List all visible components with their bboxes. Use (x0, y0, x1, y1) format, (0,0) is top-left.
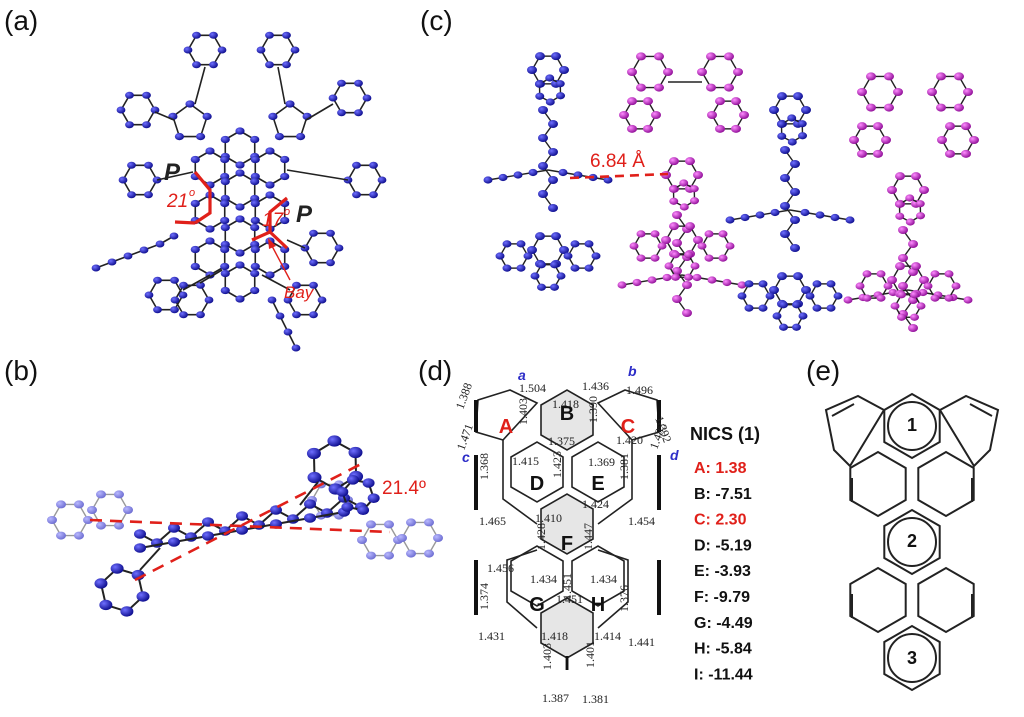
bond-length-label: 1.431 (478, 629, 505, 643)
bond-length-label: 1.415 (512, 454, 539, 468)
panel-c-distance-label: 6.84 Å (590, 151, 645, 172)
panel-d-edge-c: c (462, 449, 470, 465)
nics-entry: D: -5.19 (694, 537, 752, 554)
bond-length-label: 1.390 (586, 396, 600, 423)
nics-entry: A: 1.38 (694, 460, 747, 477)
bond-length-label: 1.436 (582, 379, 609, 393)
panel-e-ring-1: 1 (907, 415, 917, 435)
bond-length-label: 1.434 (530, 572, 557, 586)
bond-length-label: 1.420 (616, 433, 643, 447)
panel-b-angle-label: 21.4º (382, 478, 426, 499)
nics-entry: H: -5.84 (694, 641, 752, 658)
bond-length-label: 1.414 (594, 629, 621, 643)
bond-length-label: 1.441 (628, 635, 655, 649)
bond-length-label: 1.451 (560, 573, 574, 600)
bond-length-label: 1.454 (628, 514, 655, 528)
panel-c-molecules (483, 52, 979, 332)
nics-entry: I: -11.44 (694, 666, 753, 683)
panel-a-angle-left: 21 (166, 191, 188, 212)
bond-length-label: 1.496 (626, 383, 653, 397)
panel-d-ring-i: I (564, 653, 570, 675)
bond-length-label: 1.368 (477, 453, 491, 480)
panel-a-angle-right: 17 (262, 210, 285, 231)
panel-d-ring-b: B (560, 403, 574, 425)
bond-length-label: 1.418 (541, 629, 568, 643)
bond-length-label: 1.388 (453, 381, 475, 411)
panel-d-ring-f: F (561, 533, 573, 555)
bond-length-label: 1.504 (519, 381, 546, 395)
panel-b-molecule (47, 435, 443, 617)
panel-e-ring-3: 3 (907, 648, 917, 668)
panel-a-angle-right-degree: o (284, 206, 290, 218)
bond-length-label: 1.381 (582, 692, 609, 706)
panel-a-bay-arrow (268, 238, 291, 281)
bond-length-label: 1.471 (454, 422, 476, 452)
bond-length-label: 1.403 (540, 643, 554, 670)
panel-d-ring-g: G (529, 594, 545, 616)
panel-d-edge-a: a (518, 367, 526, 383)
panel-b-dashed-planes (89, 460, 391, 582)
nics-entry: C: 2.30 (694, 512, 747, 529)
panel-c: (c) 6.84 Å (420, 5, 979, 332)
bond-length-label: 1.401 (583, 641, 597, 668)
bond-length-label: 1.376 (617, 585, 631, 612)
panel-b-label: (b) (4, 355, 38, 386)
panel-d-label: (d) (418, 355, 452, 386)
panel-a-p-label-left: P (164, 159, 181, 186)
panel-d-ring-h: H (591, 594, 605, 616)
panel-a-p-label-right: P (296, 201, 313, 228)
nics-title: NICS (1) (690, 424, 760, 444)
panel-a-molecule (91, 31, 387, 352)
panel-b: (b) 21.4º (4, 355, 443, 617)
nics-entry: G: -4.49 (694, 615, 753, 632)
panel-e-label: (e) (806, 355, 840, 386)
bond-length-label: 1.375 (548, 434, 575, 448)
panel-e-ring-2: 2 (907, 531, 917, 551)
bond-length-label: 1.451 (556, 592, 583, 606)
panel-c-label: (c) (420, 5, 453, 36)
nics-entry: E: -3.93 (694, 563, 751, 580)
panel-a-red-bonds (174, 170, 289, 250)
bond-length-label: 1.387 (542, 691, 569, 705)
bond-length-label: 1.381 (617, 453, 631, 480)
panel-d-ring-e: E (591, 473, 604, 495)
bond-length-label: 1.374 (477, 583, 491, 610)
bond-length-label: 1.428 (534, 523, 548, 550)
panel-d-ring-d: D (530, 473, 544, 495)
panel-c-distance-line (569, 172, 669, 180)
bond-length-label: 1.465 (479, 514, 506, 528)
bond-length-label: 1.403 (516, 398, 530, 425)
panel-d-edge-d: d (670, 447, 679, 463)
panel-d-ring-c: C (621, 416, 635, 438)
bond-length-label: 1.447 (581, 523, 595, 550)
panel-a-label: (a) (4, 5, 38, 36)
panel-d-edge-b: b (628, 363, 637, 379)
panel-e-clar-structure (824, 392, 1000, 692)
panel-a: (a) P P 21 o 17 o Bay (4, 5, 387, 352)
bond-length-label: 1.434 (590, 572, 617, 586)
nics-entry: B: -7.51 (694, 486, 752, 503)
nics-list: A: 1.38 B: -7.51 C: 2.30 D: -5.19 E: -3.93F:… (694, 460, 753, 683)
panel-e: (e) 1 2 3 (806, 355, 1000, 692)
bond-length-label: 1.456 (487, 561, 514, 575)
bond-length-label: 1.424 (582, 497, 609, 511)
panel-a-angle-left-degree: o (189, 187, 195, 199)
bond-length-label: 1.410 (535, 511, 562, 525)
bond-length-label: 1.418 (552, 397, 579, 411)
bond-length-label: 1.423 (550, 451, 564, 478)
panel-a-bay-label: Bay (284, 283, 315, 302)
panel-d-ring-a: A (499, 416, 513, 438)
nics-entry: F: -9.79 (694, 589, 750, 606)
panel-d-ring-network (474, 389, 661, 659)
bond-length-label: 1.369 (588, 455, 615, 469)
